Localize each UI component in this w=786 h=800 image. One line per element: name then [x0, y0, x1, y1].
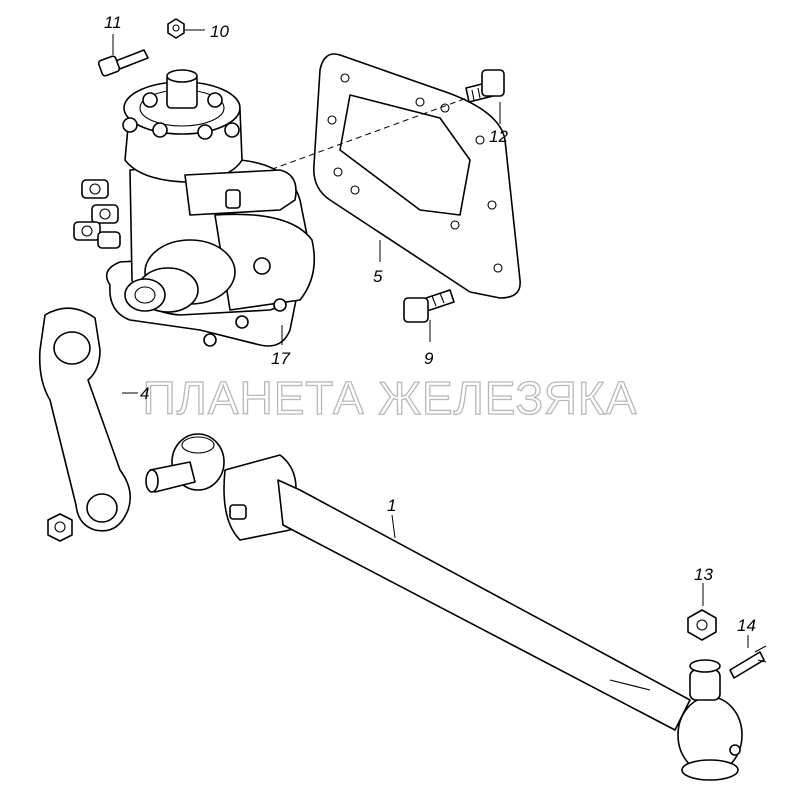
pitman-arm	[38, 307, 131, 532]
assembly-axis-line	[214, 94, 476, 191]
bolt-12	[465, 69, 505, 103]
gasket-plate	[313, 53, 521, 299]
watermark-text: ПЛАНЕТА ЖЕЛЕЗЯКА	[143, 372, 638, 424]
tie-rod-assembly	[145, 433, 743, 781]
hydraulic-fittings	[73, 179, 121, 249]
bolt-11	[97, 49, 149, 77]
label-5: 5	[373, 267, 383, 286]
label-17: 17	[271, 349, 290, 368]
castle-nut-arm	[47, 513, 73, 542]
label-1: 1	[387, 496, 396, 515]
label-12: 12	[489, 127, 508, 146]
leader-1	[391, 514, 396, 539]
bolt-9	[403, 289, 455, 323]
steering-gear-assembly	[73, 69, 316, 347]
label-11: 11	[104, 13, 122, 32]
castle-nut-13	[687, 609, 717, 641]
label-4: 4	[140, 384, 149, 403]
nut-10	[167, 18, 185, 39]
label-9: 9	[424, 349, 434, 368]
cotter-pin-14	[729, 645, 767, 679]
label-10: 10	[210, 22, 229, 41]
label-14: 14	[737, 616, 756, 635]
label-13: 13	[694, 565, 713, 584]
